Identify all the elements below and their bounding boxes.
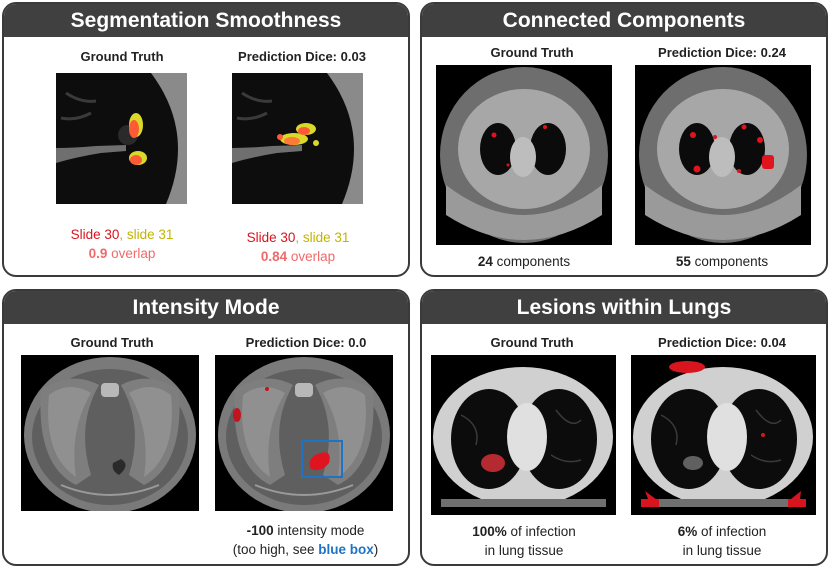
panel-connected-components: Connected Components Ground Truth Predic… — [420, 2, 828, 277]
infection-percent: 100% — [472, 524, 507, 539]
ground-truth-label: Ground Truth — [490, 335, 574, 350]
overlap-word: overlap — [287, 249, 336, 264]
blue-box-reference: blue box — [318, 542, 374, 557]
panel-title: Intensity Mode — [4, 291, 408, 324]
infection-text: of infection — [697, 524, 767, 539]
caption-ground-truth: 100% of infection in lung tissue — [444, 522, 604, 560]
caption-ground-truth: 24 components — [434, 252, 614, 271]
ct-scan-prediction — [635, 65, 811, 245]
slide-b-text: slide 31 — [302, 230, 350, 245]
prediction-dice-label: Prediction Dice: 0.0 — [245, 335, 367, 350]
slide-a-text: Slide 30 — [70, 227, 120, 242]
prediction-dice-label: Prediction Dice: 0.24 — [658, 45, 786, 60]
caption-prediction: Slide 30, slide 31 0.84 overlap — [218, 228, 378, 266]
panel-title: Segmentation Smoothness — [4, 4, 408, 37]
caption-prediction: 6% of infection in lung tissue — [642, 522, 802, 560]
intensity-mode-text: intensity mode — [273, 523, 365, 538]
infection-percent: 6% — [677, 524, 698, 539]
infection-text: of infection — [506, 524, 576, 539]
ct-scan-prediction — [631, 355, 816, 515]
ct-scan-ground-truth — [436, 65, 612, 245]
lung-tissue-text: in lung tissue — [682, 543, 762, 558]
components-word: components — [690, 254, 769, 269]
ground-truth-label: Ground Truth — [80, 49, 164, 64]
components-word: components — [492, 254, 571, 269]
overlap-value: 0.9 — [88, 246, 108, 261]
ct-crop-prediction — [232, 73, 363, 204]
ground-truth-label: Ground Truth — [490, 45, 574, 60]
slide-b-text: slide 31 — [126, 227, 174, 242]
panel-lesions-within-lungs: Lesions within Lungs Ground Truth Predic… — [420, 289, 828, 566]
panel-segmentation-smoothness: Segmentation Smoothness Ground Truth Pre… — [2, 2, 410, 277]
note-suffix: ) — [373, 542, 379, 557]
ground-truth-label: Ground Truth — [70, 335, 154, 350]
ct-crop-ground-truth — [56, 73, 187, 204]
component-count: 55 — [675, 254, 691, 269]
prediction-dice-label: Prediction Dice: 0.03 — [238, 49, 366, 64]
overlap-word: overlap — [107, 246, 156, 261]
slide-a-text: Slide 30 — [246, 230, 296, 245]
overlap-value: 0.84 — [260, 249, 288, 264]
caption-prediction: -100 intensity mode (too high, see blue … — [208, 521, 403, 559]
caption-ground-truth: Slide 30, slide 31 0.9 overlap — [42, 225, 202, 263]
component-count: 24 — [477, 254, 493, 269]
prediction-dice-label: Prediction Dice: 0.04 — [658, 335, 786, 350]
ct-scan-ground-truth — [21, 355, 199, 511]
panel-title: Lesions within Lungs — [422, 291, 826, 324]
lung-tissue-text: in lung tissue — [484, 543, 564, 558]
note-prefix: (too high, see — [232, 542, 319, 557]
comma-text: , — [295, 230, 303, 245]
caption-prediction: 55 components — [632, 252, 812, 271]
panel-title: Connected Components — [422, 4, 826, 37]
ct-scan-prediction — [215, 355, 393, 511]
panel-intensity-mode: Intensity Mode Ground Truth Prediction D… — [2, 289, 410, 566]
comma-text: , — [119, 227, 127, 242]
ct-scan-ground-truth — [431, 355, 616, 515]
intensity-value: -100 — [246, 523, 274, 538]
